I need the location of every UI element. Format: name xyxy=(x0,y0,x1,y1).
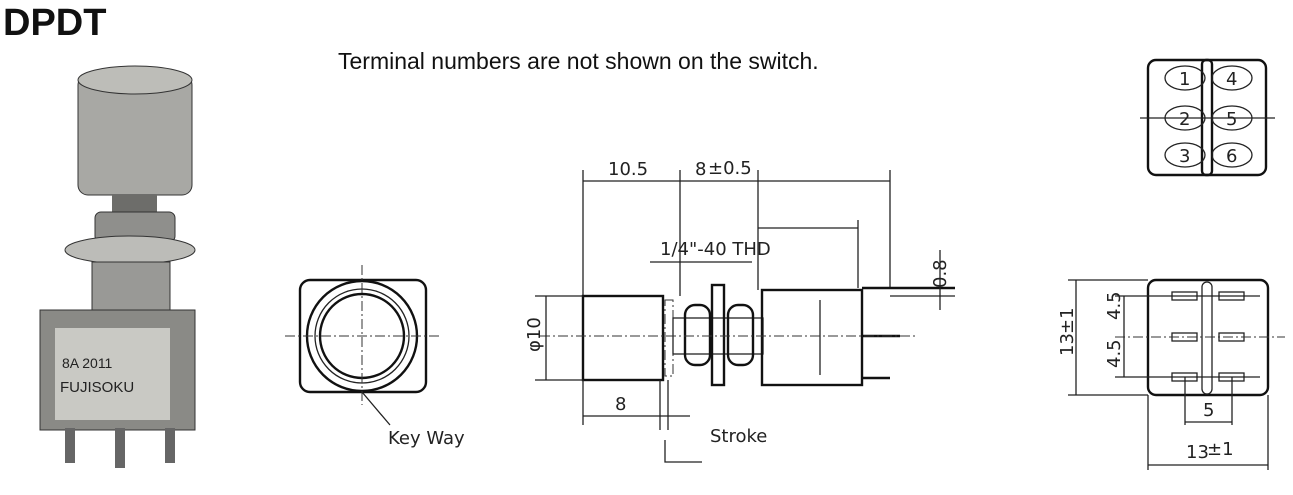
dim-row-spacing: 5 xyxy=(1203,400,1214,421)
dim-height: 13 xyxy=(1057,333,1078,356)
terminal-1: 1 xyxy=(1179,69,1190,90)
side-view: 10.5 8 ±0.5 1/4"-40 THD 0.8 φ10 xyxy=(524,158,955,463)
terminal-6: 6 xyxy=(1226,146,1237,167)
dim-height-tol: ±1 xyxy=(1057,307,1078,334)
thread-label: 1/4"-40 THD xyxy=(660,239,771,260)
dim-bushing: 8 xyxy=(695,159,706,180)
stroke-label: Stroke xyxy=(710,426,767,447)
dim-terminal: 0.8 xyxy=(930,259,951,288)
keyway-label: Key Way xyxy=(388,428,465,449)
dim-pitch-2: 4.5 xyxy=(1104,339,1125,368)
dim-knob-length: 10.5 xyxy=(608,159,648,180)
photo-marking-1: 8A 2011 xyxy=(62,355,113,371)
terminal-3: 3 xyxy=(1179,146,1190,167)
switch-photo: 8A 2011 FUJISOKU xyxy=(39,65,196,468)
dim-pitch-1: 4.5 xyxy=(1104,291,1125,320)
dim-width-tol: ±1 xyxy=(1207,439,1234,460)
dim-diameter: φ10 xyxy=(524,317,545,352)
bottom-view: 4.5 4.5 13 ±1 5 13 ±1 xyxy=(1057,278,1285,470)
page-title: DPDT xyxy=(3,2,107,44)
photo-marking-2: FUJISOKU xyxy=(60,379,134,396)
front-view: Key Way xyxy=(285,265,465,449)
dim-bushing-tol: ±0.5 xyxy=(708,158,752,179)
terminal-5: 5 xyxy=(1226,109,1237,130)
terminal-view: 1 2 3 4 5 6 xyxy=(1140,58,1275,177)
terminal-2: 2 xyxy=(1179,109,1190,130)
dim-width: 13 xyxy=(1186,442,1209,463)
terminal-4: 4 xyxy=(1226,69,1237,90)
dim-knob-body: 8 xyxy=(615,394,626,415)
terminal-note: Terminal numbers are not shown on the sw… xyxy=(338,48,819,74)
